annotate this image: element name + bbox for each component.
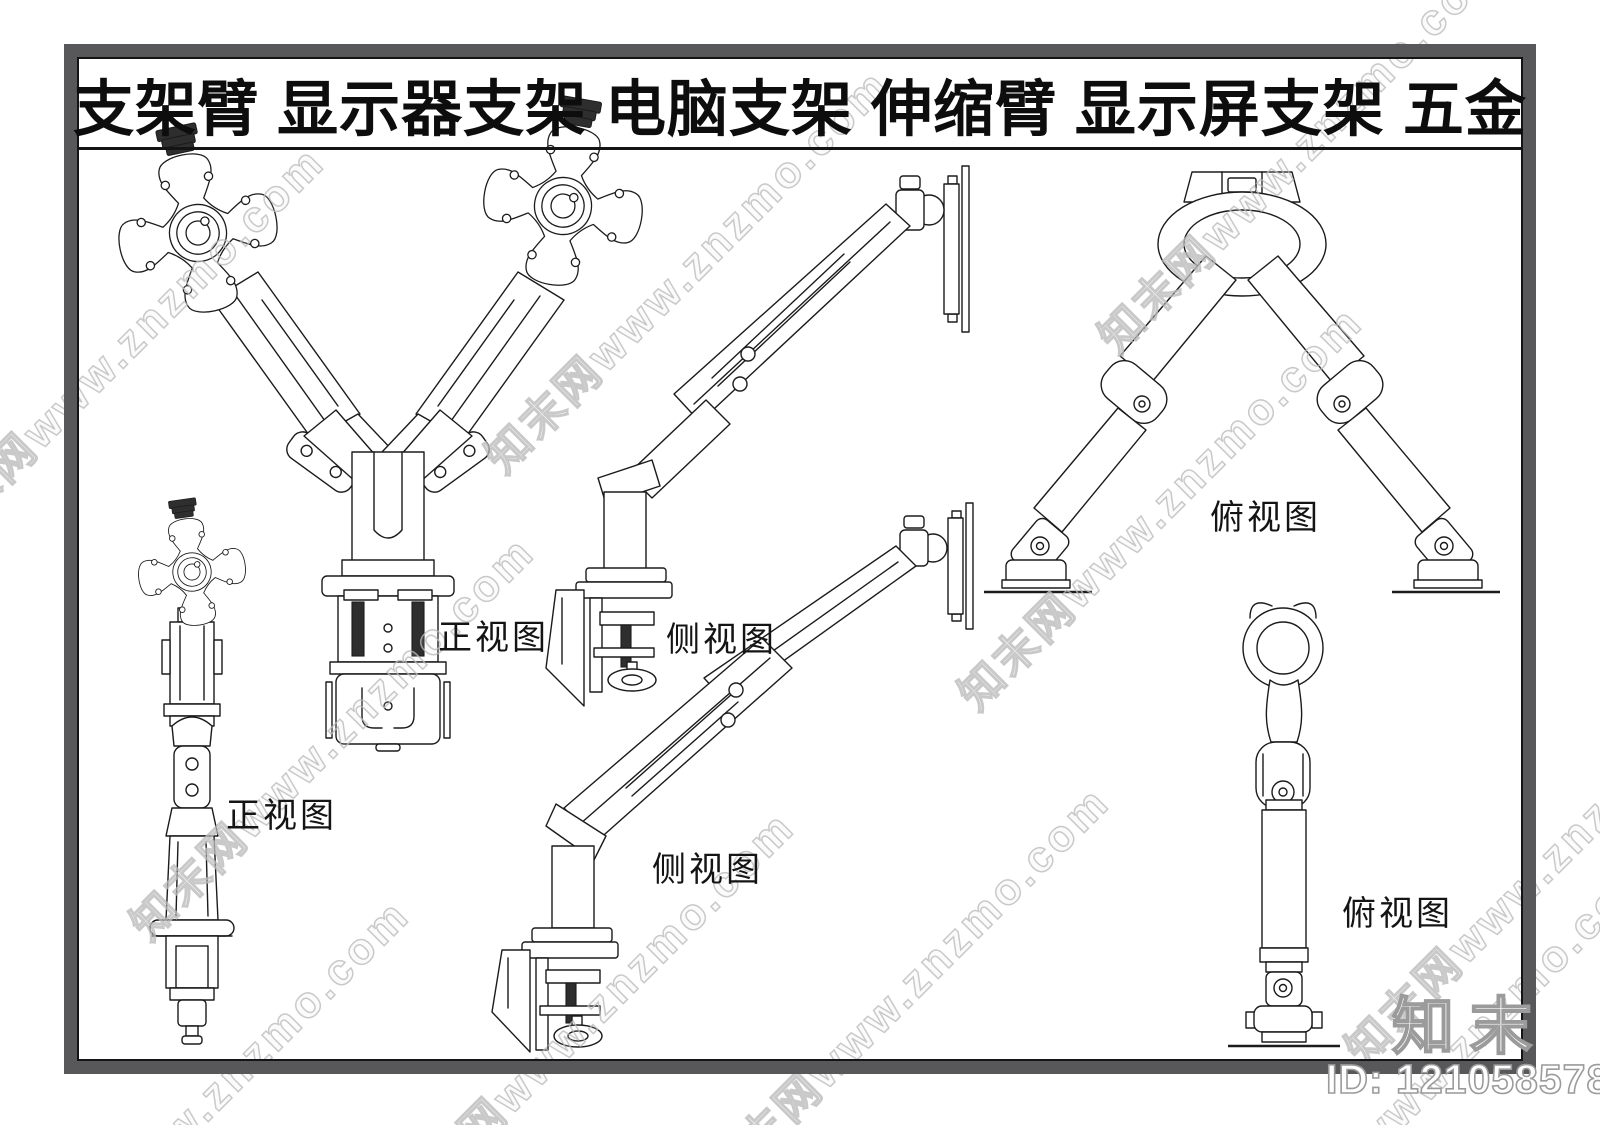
page-title: 支架臂 显示器支架 电脑支架 伸缩臂 显示屏支架 五金 bbox=[73, 74, 1527, 143]
dual-arm-front-view-drawing bbox=[96, 84, 661, 752]
label-single-front-view: 正视图 bbox=[226, 798, 337, 835]
label-top-view-dual: 俯视图 bbox=[1210, 500, 1321, 537]
side-view-lower-drawing bbox=[491, 502, 974, 1053]
sheet-title-bar: 支架臂 显示器支架 电脑支架 伸缩臂 显示屏支架 五金 bbox=[73, 59, 1526, 150]
label-top-view-single: 俯视图 bbox=[1342, 896, 1453, 933]
top-view-single-drawing bbox=[1228, 602, 1340, 1048]
label-side-view-upper: 侧视图 bbox=[666, 622, 777, 659]
single-arm-front-view-drawing bbox=[128, 491, 254, 1045]
label-side-view-lower: 侧视图 bbox=[652, 852, 763, 889]
label-dual-front-view: 正视图 bbox=[438, 620, 549, 657]
asset-id-text: ID: 1210585786 bbox=[1325, 1055, 1600, 1103]
top-view-dual-drawing bbox=[984, 171, 1500, 594]
znzmo-logo: 知末 bbox=[1391, 992, 1549, 1063]
side-view-upper-drawing bbox=[545, 165, 970, 707]
